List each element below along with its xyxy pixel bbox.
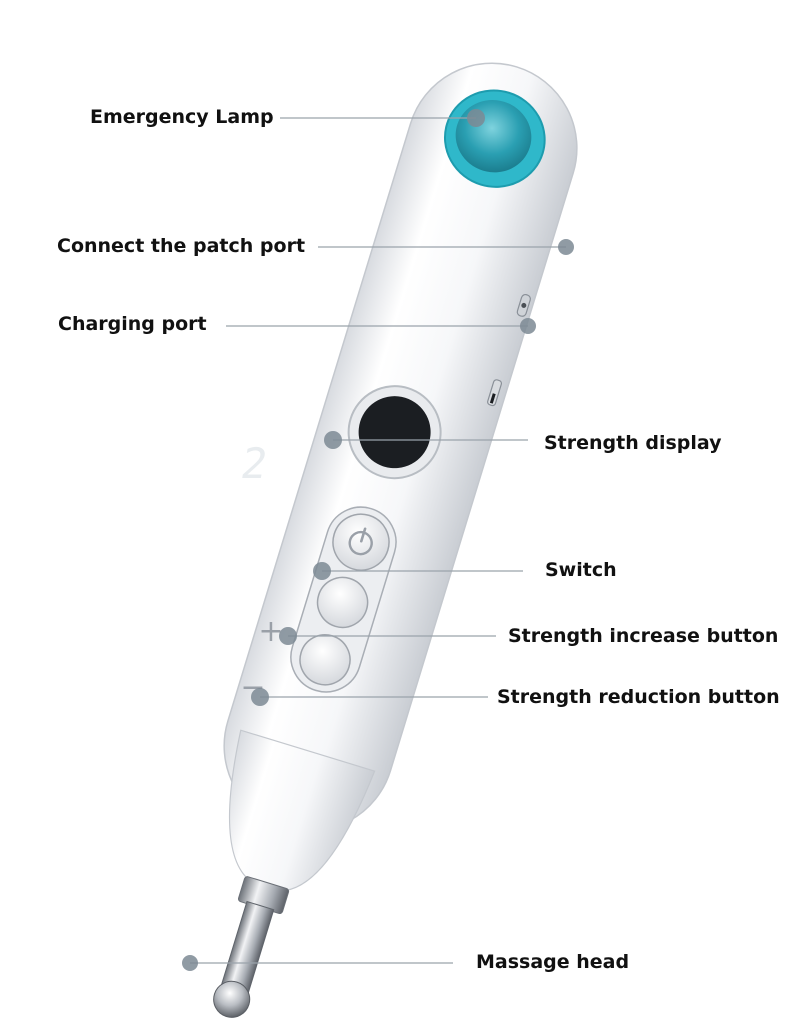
dot-massage-head	[182, 955, 198, 971]
leader-lines	[190, 117, 566, 964]
label-strength-display: Strength display	[544, 432, 722, 454]
patch-port-hole	[521, 302, 527, 308]
label-strength-reduction: Strength reduction button	[497, 686, 780, 708]
massage-head-ball	[213, 980, 251, 1018]
dot-reduction	[251, 688, 269, 706]
label-strength-increase: Strength increase button	[508, 625, 779, 647]
power-icon-bar	[359, 527, 367, 543]
plus-symbol: +	[258, 614, 283, 649]
label-charging-port: Charging port	[58, 313, 207, 335]
increase-button[interactable]	[311, 571, 373, 633]
dot-patch-port	[558, 239, 574, 255]
dot-emergency-lamp	[467, 109, 485, 127]
leader-dots	[182, 109, 574, 971]
label-patch-port: Connect the patch port	[57, 235, 306, 257]
display-screen	[358, 396, 431, 469]
display-digit: 2	[237, 439, 271, 488]
label-switch: Switch	[545, 559, 617, 581]
charging-port-slot	[489, 393, 496, 404]
label-massage-head: Massage head	[476, 951, 630, 973]
dot-charging-port	[520, 318, 536, 334]
dot-increase	[279, 627, 297, 645]
dot-switch	[313, 562, 331, 580]
dot-strength-display	[324, 431, 342, 449]
label-emergency-lamp: Emergency Lamp	[90, 106, 274, 128]
